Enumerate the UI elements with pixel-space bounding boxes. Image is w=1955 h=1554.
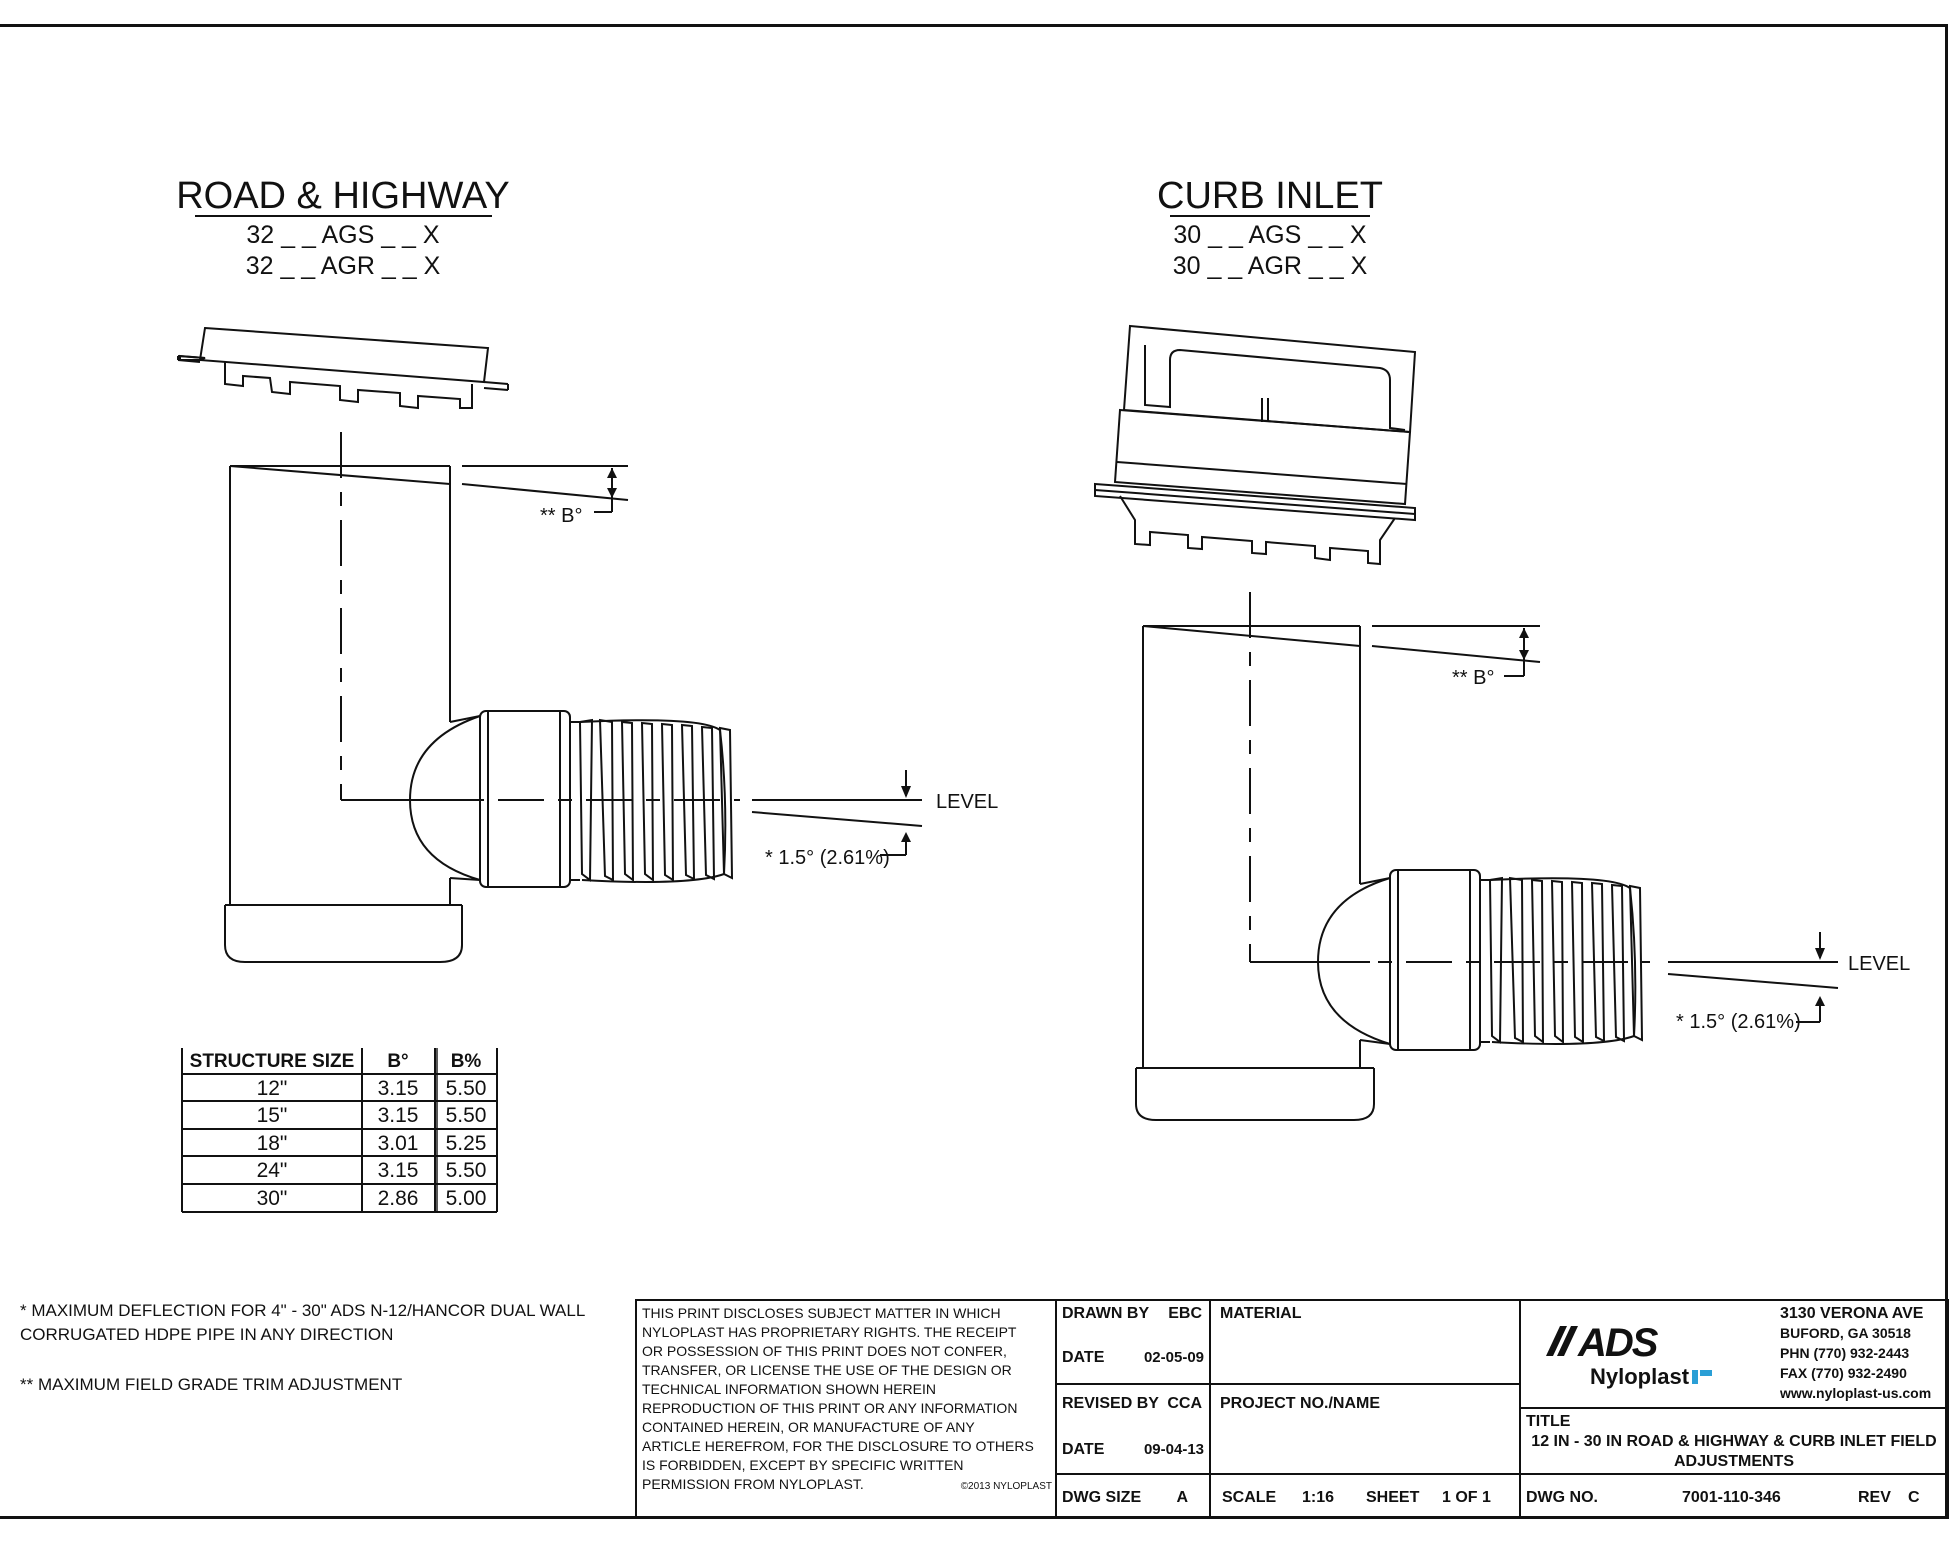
rev-label: REV [1858, 1489, 1891, 1506]
curb-inlet-code-1: 30 _ _ AGS _ _ X [1173, 221, 1367, 249]
curb-inlet-level-label: LEVEL [1848, 953, 1910, 975]
table-cell: 5.50 [446, 1159, 487, 1182]
address-line: 3130 VERONA AVE [1780, 1305, 1924, 1322]
note-deflection-line-1: * MAXIMUM DEFLECTION FOR 4" - 30" ADS N-… [20, 1301, 585, 1320]
dwg-no-value: 7001-110-346 [1682, 1489, 1781, 1506]
revised-by-label: REVISED BY [1062, 1395, 1159, 1412]
road-highway-level-label: LEVEL [936, 791, 998, 813]
table-header-size: STRUCTURE SIZE [190, 1051, 355, 1072]
table-cell: 18" [257, 1132, 288, 1155]
disclaimer-line: CONTAINED HEREIN, OR MANUFACTURE OF ANY [642, 1419, 975, 1435]
sheet-label: SHEET [1366, 1489, 1420, 1506]
table-cell: 2.86 [378, 1187, 419, 1210]
phone-line: PHN (770) 932-2443 [1780, 1345, 1909, 1361]
curb-inlet-riser [1135, 625, 1391, 1121]
table-cell: 3.15 [378, 1159, 419, 1182]
b-angle-line [1371, 645, 1541, 663]
logo-sub-text: Nyloplast [1590, 1364, 1690, 1389]
curb-inlet-box [1094, 324, 1417, 566]
table-cell: 3.01 [378, 1132, 419, 1155]
curb-inlet-title: CURB INLET [1157, 175, 1383, 217]
material-label: MATERIAL [1220, 1305, 1302, 1322]
project-label: PROJECT NO./NAME [1220, 1395, 1380, 1412]
table-header-b-pct: B% [451, 1051, 482, 1072]
road-highway-code-1: 32 _ _ AGS _ _ X [246, 221, 440, 249]
road-highway-view: ROAD & HIGHWAY 32 _ _ AGS _ _ X 32 _ _ A… [176, 175, 998, 963]
curb-inlet-corrugated-pipe [1488, 876, 1644, 1045]
date-value: 02-05-09 [1144, 1349, 1204, 1366]
table-cell: 5.00 [446, 1187, 487, 1210]
table-cell: 5.50 [446, 1077, 487, 1100]
deflection-line [1667, 973, 1839, 989]
dwg-size-value: A [1176, 1489, 1188, 1506]
revised-by-value: CCA [1167, 1395, 1202, 1412]
address-line: BUFORD, GA 30518 [1780, 1325, 1911, 1341]
ads-nyloplast-logo: ADS Nyloplast [1546, 1321, 1712, 1389]
curb-inlet-view: CURB INLET 30 _ _ AGS _ _ X 30 _ _ AGR _… [1094, 175, 1910, 1121]
table-cell: 3.15 [378, 1104, 419, 1127]
disclaimer-line: IS FORBIDDEN, EXCEPT BY SPECIFIC WRITTEN [642, 1457, 964, 1473]
disclaimer-line: TECHNICAL INFORMATION SHOWN HEREIN [642, 1381, 936, 1397]
disclaimer-line: OR POSSESSION OF THIS PRINT DOES NOT CON… [642, 1343, 1007, 1359]
scale-value: 1:16 [1302, 1489, 1334, 1506]
curb-inlet-tee-fitting [1316, 869, 1490, 1051]
road-highway-angle-label: * 1.5° (2.61%) [765, 847, 890, 869]
deflection-line [751, 811, 923, 827]
table-cell: 12" [257, 1077, 288, 1100]
fax-line: FAX (770) 932-2490 [1780, 1365, 1907, 1381]
note-trim-adjustment: ** MAXIMUM FIELD GRADE TRIM ADJUSTMENT [20, 1375, 402, 1394]
road-highway-riser [224, 465, 481, 963]
table-cell: 3.15 [378, 1077, 419, 1100]
drawing-title-line-1: 12 IN - 30 IN ROAD & HIGHWAY & CURB INLE… [1531, 1433, 1936, 1450]
table-cell: 5.50 [446, 1104, 487, 1127]
disclaimer-line: THIS PRINT DISCLOSES SUBJECT MATTER IN W… [642, 1305, 1001, 1321]
road-highway-grate [177, 326, 509, 410]
dwg-size-label: DWG SIZE [1062, 1489, 1141, 1506]
b-angle-line [461, 483, 629, 501]
date2-value: 09-04-13 [1144, 1441, 1204, 1458]
table-cell: 5.25 [446, 1132, 487, 1155]
disclaimer-line: ARTICLE HEREFROM, FOR THE DISCLOSURE TO … [642, 1438, 1034, 1454]
date-label: DATE [1062, 1349, 1105, 1366]
logo-mark-icon [1692, 1370, 1698, 1384]
road-highway-title: ROAD & HIGHWAY [176, 175, 510, 217]
table-cell: 15" [257, 1104, 288, 1127]
sheet-value: 1 OF 1 [1442, 1489, 1491, 1506]
table-header-b-deg: B° [387, 1051, 408, 1072]
structure-size-table: STRUCTURE SIZE B° B% 12" 3.15 5.50 15" 3… [181, 1048, 498, 1213]
title-label: TITLE [1526, 1413, 1571, 1430]
drawing-title-line-2: ADJUSTMENTS [1674, 1453, 1794, 1470]
table-cell: 24" [257, 1159, 288, 1182]
curb-inlet-b-label: ** B° [1452, 667, 1494, 689]
disclaimer-line: TRANSFER, OR LICENSE THE USE OF THE DESI… [642, 1362, 1012, 1378]
disclaimer-line: PERMISSION FROM NYLOPLAST. [642, 1476, 864, 1492]
disclaimer-line: NYLOPLAST HAS PROPRIETARY RIGHTS. THE RE… [642, 1324, 1017, 1340]
curb-inlet-angle-label: * 1.5° (2.61%) [1676, 1011, 1801, 1033]
disclaimer-text: THIS PRINT DISCLOSES SUBJECT MATTER IN W… [642, 1305, 1052, 1492]
date2-label: DATE [1062, 1441, 1105, 1458]
title-block: THIS PRINT DISCLOSES SUBJECT MATTER IN W… [635, 1299, 1949, 1519]
road-highway-corrugated-pipe [578, 718, 734, 883]
road-highway-code-2: 32 _ _ AGR _ _ X [246, 252, 441, 280]
curb-inlet-code-2: 30 _ _ AGR _ _ X [1173, 252, 1368, 280]
copyright: ©2013 NYLOPLAST [961, 1481, 1052, 1492]
table-cell: 30" [257, 1187, 288, 1210]
note-deflection-line-2: CORRUGATED HDPE PIPE IN ANY DIRECTION [20, 1325, 393, 1344]
dwg-no-label: DWG NO. [1526, 1489, 1598, 1506]
rev-value: C [1908, 1489, 1920, 1506]
scale-label: SCALE [1222, 1489, 1277, 1506]
logo-main-text: ADS [1577, 1321, 1659, 1365]
drawn-by-label: DRAWN BY [1062, 1305, 1149, 1322]
drawn-by-value: EBC [1168, 1305, 1202, 1322]
website-line: www.nyloplast-us.com [1779, 1385, 1931, 1401]
disclaimer-line: REPRODUCTION OF THIS PRINT OR ANY INFORM… [642, 1400, 1017, 1416]
road-highway-b-label: ** B° [540, 505, 582, 527]
notes: * MAXIMUM DEFLECTION FOR 4" - 30" ADS N-… [20, 1301, 585, 1394]
